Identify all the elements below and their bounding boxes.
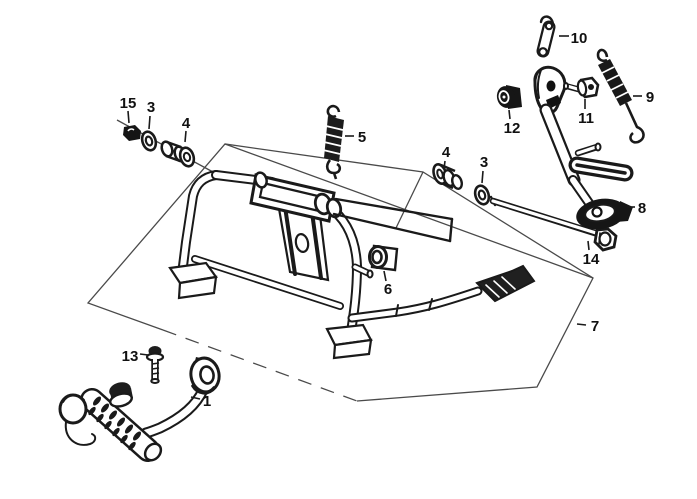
callout-14-label: 14 — [583, 251, 600, 268]
main-stand-mount-plate — [332, 197, 454, 243]
leader-lines — [127, 35, 642, 400]
main-stand-tail-lever — [347, 264, 536, 323]
callout-8-label: 8 — [638, 200, 646, 217]
pivot-shaft-14 — [489, 195, 618, 252]
callout-5-label: 5 — [358, 129, 366, 146]
collar-4-right — [432, 163, 463, 191]
collar-4-left — [160, 140, 196, 168]
pivot-bolt-11 — [563, 76, 600, 99]
rubber-stopper — [368, 244, 399, 272]
callout-10-label: 10 — [571, 30, 588, 47]
callout-11-label: 11 — [578, 110, 594, 127]
callout-4-right-label: 4 — [442, 144, 451, 161]
kick-starter-boss — [189, 356, 221, 395]
callout-3-right-label: 3 — [480, 154, 488, 171]
callout-4-left-label: 4 — [182, 115, 191, 132]
step-pedal — [475, 264, 536, 303]
callout-15-label: 15 — [120, 95, 137, 112]
callout-9-label: 9 — [646, 89, 654, 106]
side-stand-spring-loop — [568, 156, 634, 182]
kick-starter-arm — [58, 356, 221, 462]
callout-7-label: 7 — [591, 318, 599, 335]
main-stand-spring — [322, 104, 344, 180]
washer-3-left — [140, 130, 158, 152]
side-stand-spring — [596, 48, 645, 144]
callout-3-left-label: 3 — [147, 99, 155, 116]
callout-labels: 1 3 4 5 15 4 3 6 7 8 9 10 11 12 13 14 — [120, 30, 655, 410]
side-stand-foot — [576, 198, 633, 230]
main-stand — [168, 170, 536, 360]
kick-starter-knuckle — [58, 382, 133, 446]
callout-1-label: 1 — [203, 393, 211, 410]
side-stand — [533, 65, 634, 230]
callout-12-label: 12 — [504, 120, 521, 137]
spring-anchor-peg — [351, 263, 374, 279]
callout-13-label: 13 — [122, 348, 139, 365]
callout-6-label: 6 — [384, 281, 392, 298]
main-stand-right-foot — [325, 323, 373, 360]
side-stand-peg — [574, 142, 602, 157]
lock-nut-15 — [123, 125, 141, 141]
washer-3-right — [473, 184, 491, 206]
flange-bolt-13 — [145, 346, 165, 384]
joint-link — [536, 15, 556, 58]
rubber-cap-12 — [496, 85, 522, 109]
reference-outline — [86, 119, 594, 402]
main-stand-left-foot — [168, 261, 218, 300]
kick-starter-pedal — [80, 388, 163, 462]
main-stand-top-bracket — [249, 171, 343, 223]
